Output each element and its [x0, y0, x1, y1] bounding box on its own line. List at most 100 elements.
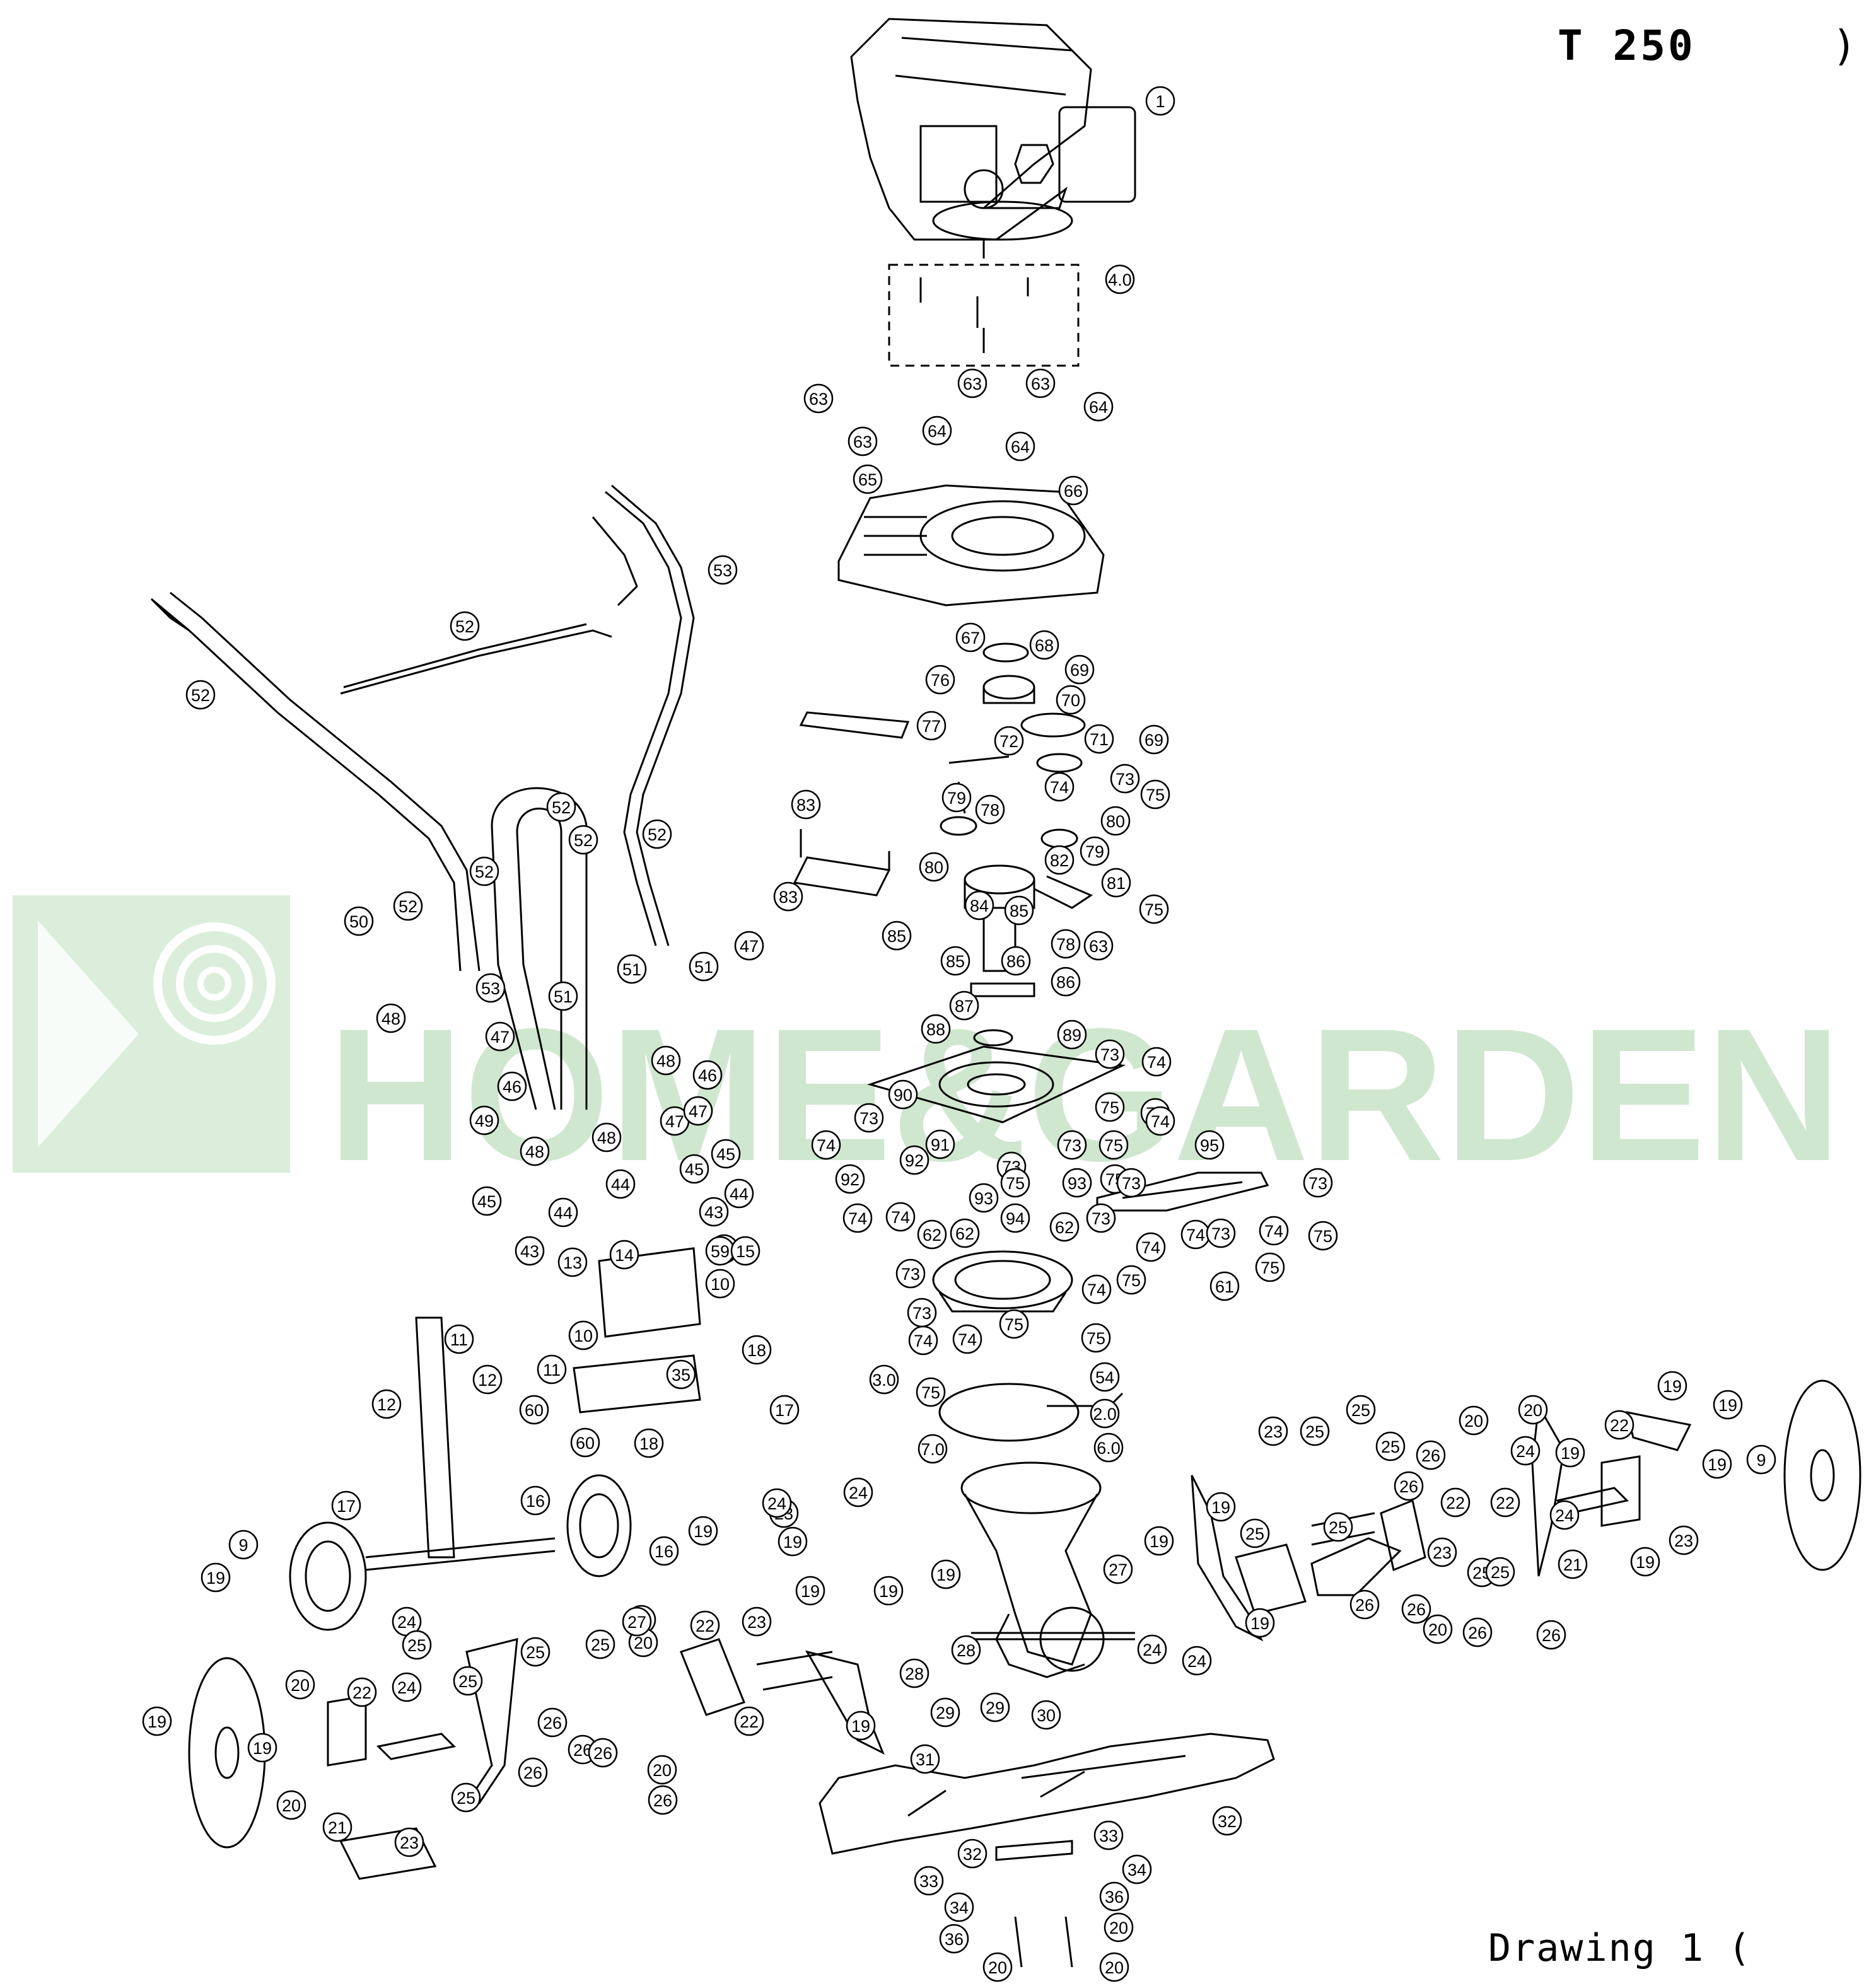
part-callout-25: 25	[1300, 1416, 1330, 1446]
callout-circle	[201, 1562, 231, 1593]
callout-number: 47	[689, 1102, 708, 1121]
part-callout-25: 25	[520, 1637, 551, 1667]
part-callout-48: 48	[591, 1122, 622, 1153]
part-callout-22: 22	[734, 1706, 764, 1736]
callout-number: 25	[1381, 1437, 1400, 1456]
callout-number: 83	[796, 796, 815, 815]
part-callout-63: 63	[848, 426, 878, 456]
part-callout-60: 60	[570, 1427, 600, 1458]
part-callout-20: 20	[1518, 1395, 1548, 1425]
callout-circle	[873, 1576, 904, 1606]
callout-number: 75	[1145, 900, 1163, 919]
callout-number: 62	[1055, 1218, 1074, 1237]
callout-circle	[888, 1079, 918, 1110]
callout-number: 62	[955, 1224, 974, 1243]
part-callout-25: 25	[1485, 1557, 1515, 1587]
part-callout-74: 74	[811, 1130, 841, 1160]
callout-number: 43	[520, 1242, 539, 1261]
part-callout-7.0: 7.0	[918, 1434, 948, 1464]
callout-number: 29	[936, 1704, 955, 1722]
callout-number: 74	[1186, 1226, 1205, 1245]
callout-number: 44	[611, 1175, 630, 1194]
part-callout-62: 62	[1049, 1212, 1080, 1242]
callout-circle	[957, 1838, 988, 1869]
callout-number: 19	[1718, 1396, 1737, 1415]
callout-number: 26	[523, 1763, 542, 1782]
callout-circle	[651, 1045, 681, 1076]
callout-circle	[1090, 1398, 1120, 1429]
callout-number: 19	[253, 1739, 272, 1758]
callout-circle	[568, 825, 598, 855]
callout-circle	[537, 1354, 567, 1385]
part-callout-74: 74	[1081, 1274, 1112, 1304]
callout-circle	[1101, 868, 1131, 898]
part-callout-44: 44	[605, 1169, 636, 1199]
callout-circle	[247, 1733, 277, 1763]
part-callout-45: 45	[472, 1186, 502, 1216]
part-callout-46: 46	[497, 1071, 527, 1101]
callout-number: 63	[809, 390, 828, 409]
part-callout-52: 52	[393, 891, 423, 921]
callout-number: 25	[1245, 1524, 1264, 1543]
part-callout-19: 19	[1702, 1449, 1732, 1479]
part-callout-85: 85	[940, 946, 970, 976]
callout-number: 73	[859, 1109, 878, 1128]
callout-circle	[1049, 1212, 1080, 1242]
callout-circle	[1044, 772, 1075, 802]
part-callout-28: 28	[951, 1635, 981, 1665]
callout-circle	[1375, 1431, 1406, 1461]
callout-number: 19	[206, 1569, 225, 1588]
callout-number: 75	[1104, 1136, 1123, 1155]
callout-circle	[835, 1164, 865, 1194]
callout-number: 44	[554, 1204, 573, 1222]
part-callout-25: 25	[1240, 1518, 1270, 1548]
part-callout-62: 62	[917, 1219, 947, 1250]
callout-number: 74	[817, 1136, 836, 1155]
callout-circle	[1746, 1444, 1776, 1475]
part-callout-44: 44	[724, 1178, 754, 1209]
callout-number: 64	[1089, 398, 1108, 417]
callout-circle	[848, 426, 878, 456]
callout-circle	[392, 1672, 422, 1702]
callout-circle	[472, 1364, 503, 1395]
callout-number: 73	[1122, 1174, 1141, 1193]
part-callout-45: 45	[679, 1154, 709, 1184]
callout-circle	[950, 1218, 980, 1248]
callout-number: 46	[503, 1077, 521, 1096]
callout-circle	[515, 1236, 545, 1266]
part-callout-64: 64	[1005, 431, 1035, 462]
part-callout-78: 78	[975, 794, 1005, 825]
part-callout-34: 34	[1122, 1854, 1152, 1884]
callout-number: 90	[894, 1086, 912, 1105]
callout-number: 59	[711, 1242, 730, 1261]
callout-circle	[1510, 1436, 1541, 1466]
callout-circle	[1141, 1047, 1172, 1077]
callout-circle	[931, 1559, 961, 1589]
part-callout-19: 19	[778, 1526, 808, 1557]
part-callout-26: 26	[1401, 1594, 1431, 1624]
model-title: T 250	[1558, 21, 1696, 70]
callout-number: 75	[921, 1383, 940, 1402]
callout-circle	[916, 1377, 946, 1407]
callout-circle	[1212, 1806, 1242, 1836]
part-callout-52: 52	[450, 611, 480, 641]
callout-circle	[1056, 685, 1086, 715]
handlebar-assembly	[150, 484, 701, 1338]
part-callout-20: 20	[1423, 1614, 1453, 1644]
callout-number: 22	[1496, 1494, 1515, 1513]
part-callout-89: 89	[1057, 1019, 1087, 1050]
part-callout-26: 26	[1462, 1617, 1493, 1647]
watermark: HOME&GARDEN	[13, 895, 1841, 1200]
callout-circle	[910, 1744, 940, 1774]
part-callout-22: 22	[690, 1610, 720, 1640]
part-callout-32: 32	[957, 1838, 988, 1869]
part-callout-83: 83	[773, 881, 803, 912]
part-callout-75: 75	[1140, 779, 1170, 810]
part-callout-32: 32	[1212, 1806, 1242, 1836]
part-callout-73: 73	[1206, 1218, 1236, 1248]
callout-number: 74	[1264, 1222, 1283, 1241]
callout-number: 52	[475, 862, 494, 881]
part-callout-24: 24	[1182, 1646, 1212, 1676]
part-callout-74: 74	[1136, 1232, 1166, 1262]
callout-number: 22	[740, 1712, 759, 1731]
